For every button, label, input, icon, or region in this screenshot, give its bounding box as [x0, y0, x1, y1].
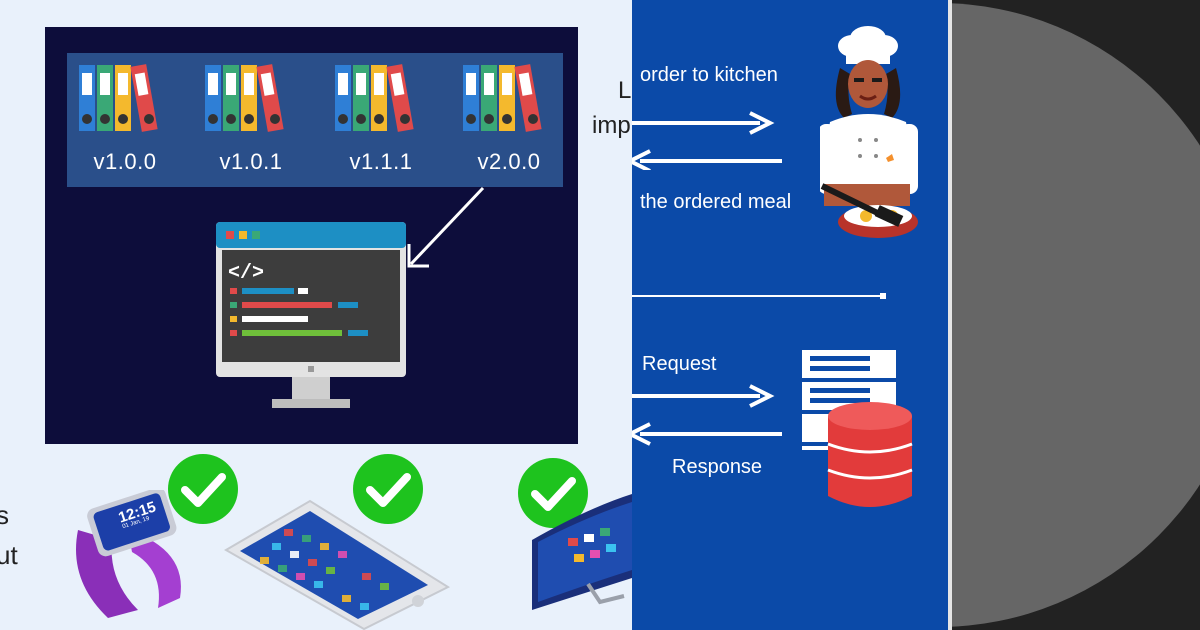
response-label: Response [672, 456, 763, 478]
partial-heading-1: L [618, 77, 632, 104]
request-response-arrows-icon [632, 384, 782, 446]
version-label: v1.0.1 [219, 149, 283, 174]
gray-circle-shape [948, 3, 1200, 627]
version-group-4: v2.0.0 [459, 53, 559, 187]
dark-side-panel [948, 0, 1200, 630]
chef-icon [820, 26, 918, 238]
divider-line [632, 293, 886, 299]
smartwatch-icon: 12:15 01 Jan, 19 [68, 490, 190, 625]
version-group-1: v1.0.0 [75, 53, 175, 187]
binders-icon [79, 64, 158, 132]
cut-text-2: ut [0, 540, 18, 570]
version-group-3: v1.1.1 [331, 53, 431, 187]
arrow-to-monitor-icon [407, 186, 485, 268]
server-database-icon [802, 350, 913, 507]
request-label: Request [642, 353, 717, 375]
version-label: v1.0.0 [93, 149, 157, 174]
order-label: order to kitchen [640, 64, 778, 86]
meal-label: the ordered meal [640, 191, 792, 213]
restaurant-arrows-icon [632, 111, 782, 170]
versioning-panel: v1.0.0 v1.0.1 [0, 27, 632, 630]
svg-text:</>: </> [228, 262, 264, 285]
binders-icon [463, 64, 542, 132]
api-analogy-panel: order to kitchen the ordered meal [632, 0, 948, 630]
smartphone-icon [224, 499, 451, 630]
check-icon-watch [168, 454, 238, 524]
version-group-2: v1.0.1 [201, 53, 301, 187]
check-icon-tv [518, 458, 588, 528]
binders-icon [205, 64, 284, 132]
partial-heading-2: imp [592, 112, 631, 139]
versions-bar: v1.0.0 v1.0.1 [67, 53, 563, 187]
version-label: v1.1.1 [349, 149, 413, 174]
check-icon-phone [353, 454, 423, 524]
version-label: v2.0.0 [477, 149, 541, 174]
curved-tv-icon [532, 494, 632, 610]
binders-icon [335, 64, 414, 132]
cut-text-1: s [0, 500, 9, 530]
panel-separator [948, 0, 952, 630]
code-monitor-icon: </> [216, 222, 406, 408]
